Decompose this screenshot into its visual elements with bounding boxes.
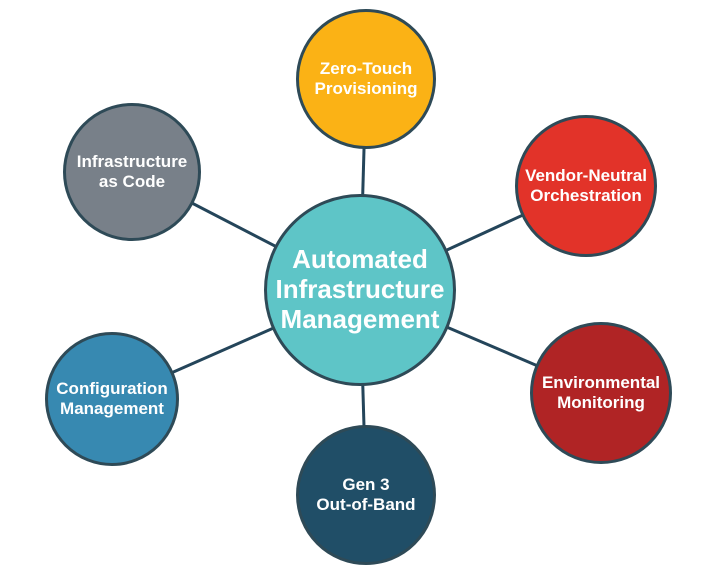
node-vendor-neutral-orchestration: Vendor-Neutral Orchestration: [515, 115, 657, 257]
node-gen-3-out-of-band: Gen 3 Out-of-Band: [296, 425, 436, 565]
node-automated-infrastructure-management: Automated Infrastructure Management: [264, 194, 456, 386]
node-label: Environmental Monitoring: [541, 372, 661, 412]
node-environmental-monitoring: Environmental Monitoring: [530, 322, 672, 464]
node-label: Gen 3 Out-of-Band: [316, 474, 416, 514]
center-node-label: Automated Infrastructure Management: [275, 244, 445, 334]
node-label: Vendor-Neutral Orchestration: [525, 165, 647, 205]
node-label: Infrastructure as Code: [76, 151, 188, 191]
node-zero-touch-provisioning: Zero-Touch Provisioning: [296, 9, 436, 149]
node-label: Configuration Management: [56, 378, 168, 418]
node-label: Zero-Touch Provisioning: [314, 58, 418, 98]
node-configuration-management: Configuration Management: [45, 332, 179, 466]
node-infrastructure-as-code: Infrastructure as Code: [63, 103, 201, 241]
